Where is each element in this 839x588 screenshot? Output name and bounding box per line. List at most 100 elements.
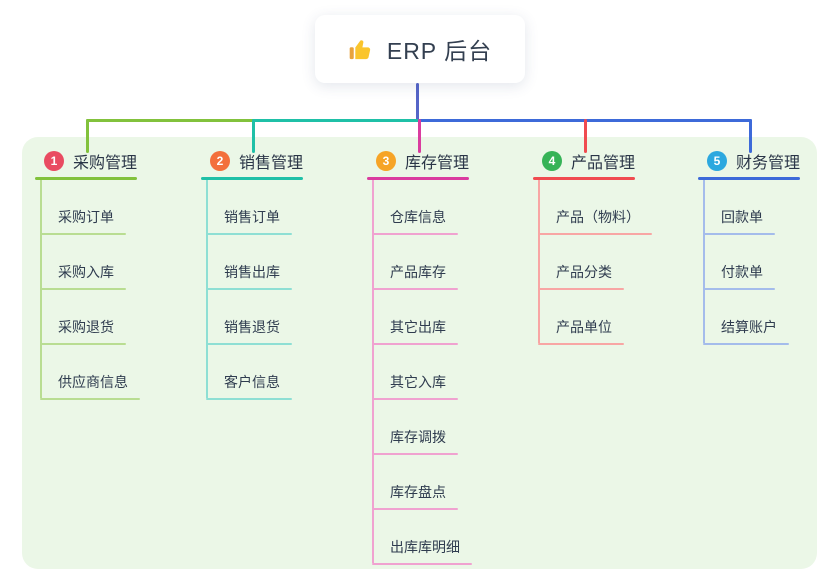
branch-underline [533,177,635,180]
branch-children: 回款单付款单结算账户 [703,180,800,345]
child-node-label: 产品（物料） [556,209,640,225]
child-underline [703,288,775,290]
child-node[interactable]: 客户信息 [206,345,303,400]
child-node-label: 产品单位 [556,319,612,335]
child-node-label: 产品库存 [390,264,446,280]
child-node[interactable]: 其它入库 [372,345,469,400]
child-underline [206,343,292,345]
child-node[interactable]: 产品单位 [538,290,635,345]
branch-drop-line [584,119,587,153]
root-node-erp[interactable]: ERP 后台 [315,15,525,83]
child-underline [703,343,789,345]
child-node[interactable]: 销售订单 [206,180,303,235]
child-underline [206,398,292,400]
mindmap-panel [22,137,817,569]
branch-3: 3 库存管理仓库信息产品库存其它出库其它入库库存调拨库存盘点出库库明细 [367,148,472,565]
child-node[interactable]: 其它出库 [372,290,469,345]
branch-header[interactable]: 4 产品管理 [533,148,635,173]
child-underline [372,563,472,565]
branch-title: 销售管理 [239,154,304,172]
branch-header[interactable]: 3 库存管理 [367,148,469,173]
child-node[interactable]: 产品分类 [538,235,635,290]
children-spine-line [372,180,374,563]
branch-title: 采购管理 [73,154,138,172]
child-node-label: 销售出库 [224,264,280,280]
branch-drop-line [252,119,255,153]
child-node[interactable]: 付款单 [703,235,800,290]
child-node[interactable]: 产品（物料） [538,180,652,235]
child-node[interactable]: 采购退货 [40,290,137,345]
child-node-label: 采购入库 [58,264,114,280]
child-underline [538,343,624,345]
branch-title: 库存管理 [405,154,470,172]
child-node[interactable]: 产品库存 [372,235,469,290]
child-node-label: 采购退货 [58,319,114,335]
child-node-label: 客户信息 [224,374,280,390]
child-node-label: 采购订单 [58,209,114,225]
branch-children: 产品（物料） 产品分类产品单位 [538,180,652,345]
child-node[interactable]: 采购订单 [40,180,137,235]
child-node-label: 其它出库 [390,319,446,335]
branch-underline [35,177,137,180]
child-underline [206,288,292,290]
child-node[interactable]: 库存调拨 [372,400,469,455]
branch-children: 采购订单采购入库采购退货供应商信息 [40,180,140,400]
child-node-label: 销售退货 [224,319,280,335]
branch-header[interactable]: 2 销售管理 [201,148,303,173]
trunk-line [416,83,419,122]
child-underline [372,398,458,400]
child-node-label: 回款单 [721,209,763,225]
branch-title: 产品管理 [571,154,636,172]
child-node[interactable]: 出库库明细 [372,510,472,565]
child-underline [372,343,458,345]
bus-segment-mid [252,119,419,122]
child-node[interactable]: 库存盘点 [372,455,469,510]
branch-drop-line [749,119,752,153]
child-node-label: 付款单 [721,264,763,280]
children-spine-line [703,180,705,343]
child-node-label: 仓库信息 [390,209,446,225]
child-underline [372,508,458,510]
thumbs-up-icon [348,36,375,63]
child-underline [40,288,126,290]
branch-children: 销售订单销售出库销售退货客户信息 [206,180,303,400]
branch-children: 仓库信息产品库存其它出库其它入库库存调拨库存盘点出库库明细 [372,180,472,565]
child-underline [40,343,126,345]
branch-underline [201,177,303,180]
branch-number-badge: 4 [542,150,562,171]
child-node[interactable]: 销售出库 [206,235,303,290]
branch-drop-line [418,119,421,153]
branch-underline [698,177,800,180]
branch-drop-line [86,119,89,153]
branch-2: 2 销售管理销售订单销售出库销售退货客户信息 [201,148,303,400]
bus-segment-left [86,119,254,122]
root-title: ERP 后台 [386,38,493,64]
child-node[interactable]: 结算账户 [703,290,800,345]
branch-number-badge: 3 [376,150,396,171]
child-underline [40,233,126,235]
child-node-label: 出库库明细 [390,539,460,555]
child-node[interactable]: 采购入库 [40,235,137,290]
child-node-label: 供应商信息 [58,374,128,390]
children-spine-line [538,180,540,343]
child-node[interactable]: 回款单 [703,180,800,235]
child-underline [538,288,624,290]
child-underline [206,233,292,235]
branch-number-badge: 5 [707,150,727,171]
child-node-label: 销售订单 [224,209,280,225]
child-node-label: 其它入库 [390,374,446,390]
child-node-label: 库存调拨 [390,429,446,445]
child-node[interactable]: 仓库信息 [372,180,469,235]
child-underline [40,398,140,400]
child-underline [538,233,652,235]
child-node-label: 产品分类 [556,264,612,280]
child-underline [372,288,458,290]
branch-underline [367,177,469,180]
child-node[interactable]: 供应商信息 [40,345,140,400]
child-underline [372,233,458,235]
child-node[interactable]: 销售退货 [206,290,303,345]
branch-number-badge: 2 [210,150,230,171]
